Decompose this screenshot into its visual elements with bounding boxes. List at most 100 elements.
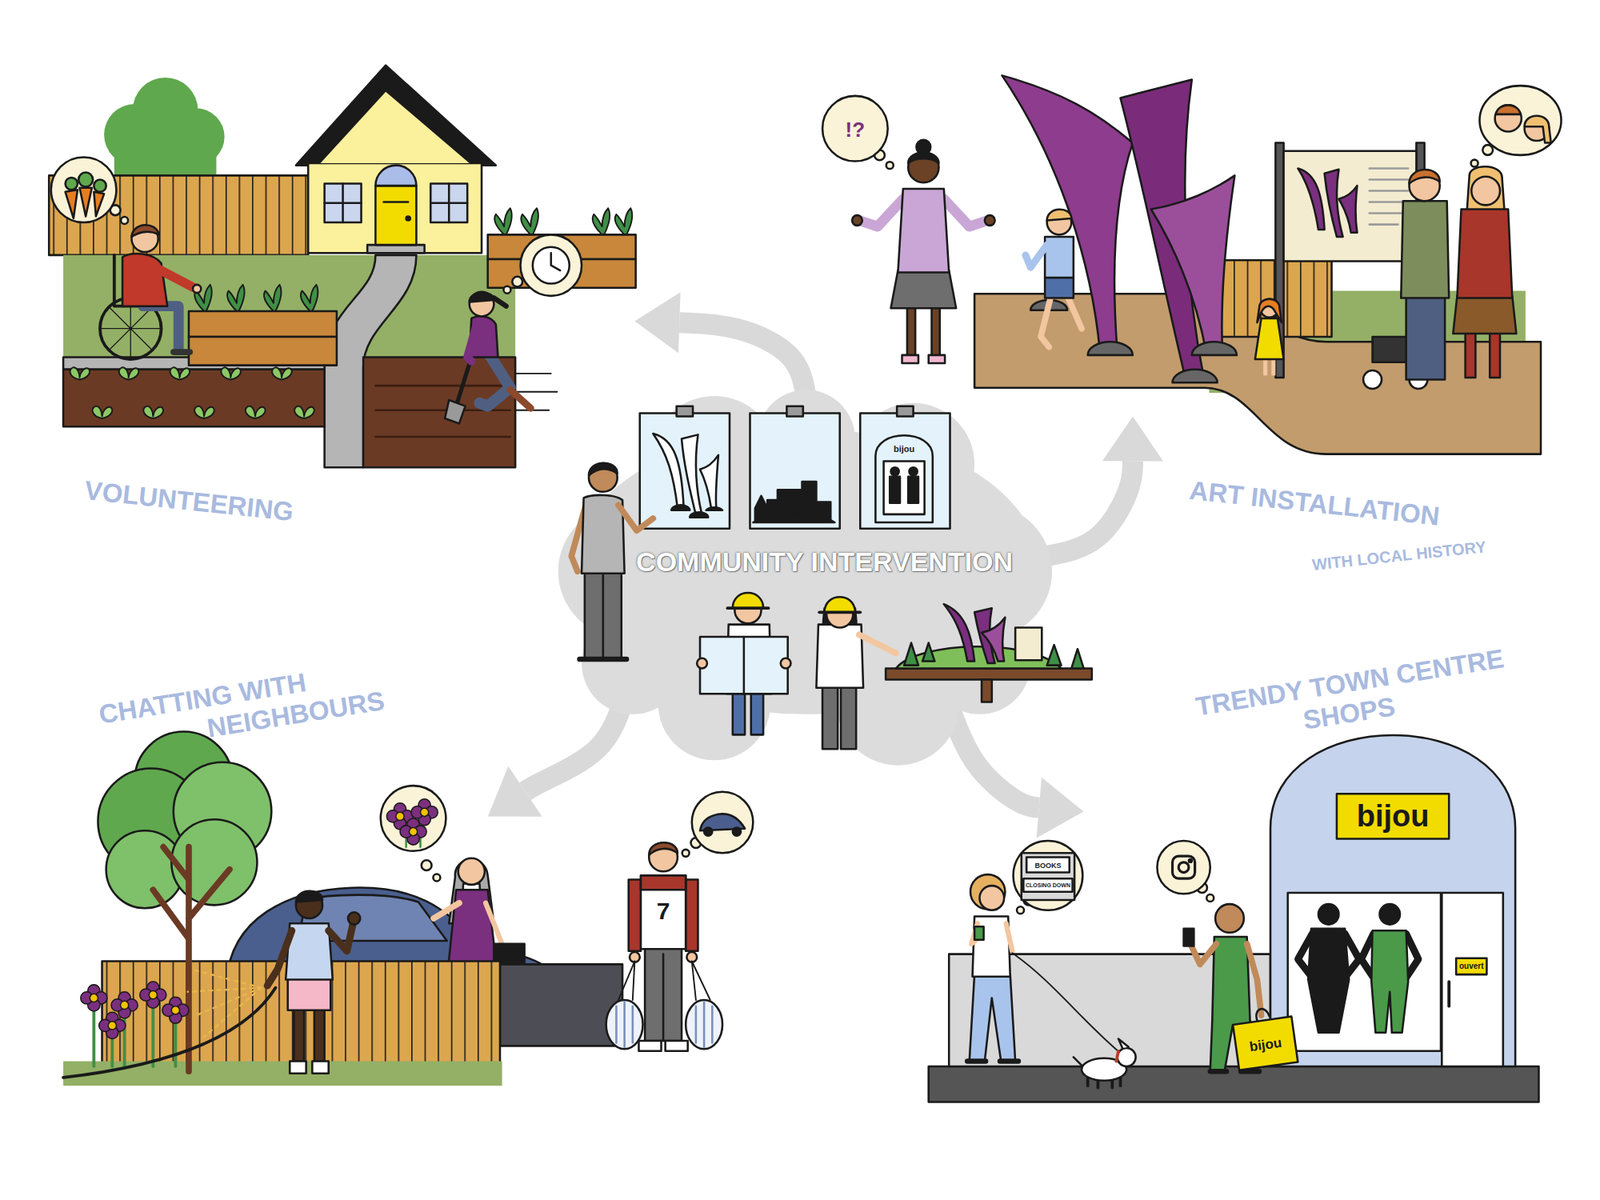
flowers xyxy=(80,984,108,1012)
poster-clip xyxy=(786,406,803,417)
scene-subheading: WITH LOCAL HISTORY xyxy=(1311,537,1488,575)
intervention-illustration xyxy=(671,504,723,517)
thought-bubble xyxy=(551,252,560,271)
door-fanlight xyxy=(375,165,416,187)
thought-bubble xyxy=(1471,85,1562,167)
shrugging-woman xyxy=(907,306,916,358)
shrugging-woman xyxy=(916,140,931,155)
poster xyxy=(750,413,840,529)
arrowhead xyxy=(634,292,680,353)
art-illustration xyxy=(1338,185,1357,233)
thought-bubble xyxy=(1524,116,1552,144)
shopper-with-bags xyxy=(628,879,641,951)
volunteering-illustration xyxy=(384,200,409,204)
waving-man xyxy=(289,1061,306,1074)
running-child xyxy=(1047,210,1072,236)
thought-bubble xyxy=(65,189,78,219)
poster xyxy=(860,413,950,529)
waving-man xyxy=(328,923,354,951)
poster xyxy=(640,413,730,529)
waving-man xyxy=(267,891,360,1074)
couple xyxy=(1408,170,1440,201)
arrowhead xyxy=(1036,777,1084,839)
path-ground xyxy=(974,293,1541,454)
thought-bubble xyxy=(1013,840,1084,911)
site-model xyxy=(981,679,992,702)
man-in-overalls xyxy=(1184,904,1299,1072)
worker-pointing xyxy=(840,685,856,749)
volunteering-illustration xyxy=(494,208,512,235)
intervention-illustration xyxy=(908,476,919,504)
door-sign-text: ouvert xyxy=(1459,962,1484,971)
raised-bed xyxy=(188,336,337,366)
little-girl xyxy=(1255,318,1284,360)
thought-bubble xyxy=(512,276,523,288)
shrugging-woman xyxy=(902,355,919,364)
little-girl xyxy=(1256,299,1282,323)
couple xyxy=(1456,208,1512,298)
site-model xyxy=(944,604,975,661)
shopper-with-bags xyxy=(685,879,698,951)
thought-bubble xyxy=(503,234,582,296)
worker-with-plan xyxy=(743,636,746,694)
thought-bubble xyxy=(432,873,440,881)
mannequin xyxy=(1297,904,1360,1033)
door-sign xyxy=(1456,958,1487,975)
presenter xyxy=(588,463,618,476)
scene-heading: TRENDY TOWN CENTRE SHOPS xyxy=(1193,641,1521,752)
sculpture-blade xyxy=(1151,175,1236,352)
thought-bubble xyxy=(682,792,754,857)
shop-window xyxy=(1288,892,1441,1052)
woman-with-dog xyxy=(969,974,1016,1061)
running-child xyxy=(1025,209,1082,348)
waving-man xyxy=(296,891,323,903)
hose xyxy=(63,988,276,1078)
door xyxy=(375,185,416,245)
shrugging-woman xyxy=(928,355,945,364)
shrugging-woman xyxy=(944,199,988,227)
thought-bubble xyxy=(503,286,511,294)
shirt-number: 7 xyxy=(656,899,671,924)
shopper-with-bags xyxy=(640,875,686,949)
little-girl xyxy=(1255,299,1284,376)
thought-bubble xyxy=(1156,840,1214,902)
woman-with-dog xyxy=(1116,1051,1119,1062)
shops-illustration xyxy=(928,735,1540,1103)
woman-with-dog xyxy=(1118,1038,1129,1048)
wheelchair-gardener xyxy=(122,253,168,307)
man-in-overalls xyxy=(1256,1008,1269,1020)
flow-arrow xyxy=(488,704,623,817)
shop-door xyxy=(1441,892,1504,1067)
shopper-with-bags xyxy=(644,947,682,1041)
volunteering-illustration xyxy=(70,367,91,380)
site-model xyxy=(1015,627,1042,660)
shrugging-woman xyxy=(859,199,904,227)
man-in-overalls xyxy=(1247,944,1262,1016)
thought-bubble xyxy=(822,96,888,162)
presenter xyxy=(618,504,653,531)
running-child xyxy=(1044,277,1074,299)
mannequin xyxy=(1379,904,1400,925)
thought-bubble xyxy=(93,179,106,192)
intervention-illustration xyxy=(908,467,917,476)
flow-arrow xyxy=(948,704,1084,838)
window xyxy=(430,184,468,223)
thought-bubble xyxy=(1188,859,1192,863)
bag-logo: bijou xyxy=(1248,1036,1283,1054)
worker-with-plan xyxy=(696,658,708,669)
thought-bubble xyxy=(682,849,690,857)
shopper-with-bags xyxy=(640,875,686,890)
worker-with-plan xyxy=(732,692,745,736)
volunteering-illustration xyxy=(406,216,411,220)
man-in-overalls xyxy=(1184,928,1195,947)
thought-bubble xyxy=(1178,862,1189,873)
couple xyxy=(1406,296,1445,380)
scene-heading: CHATTING WITH NEIGHBOURS xyxy=(96,653,400,760)
man-in-overalls xyxy=(1192,944,1217,965)
thought-bubble xyxy=(1016,906,1024,914)
bush xyxy=(104,77,225,176)
man-in-overalls xyxy=(1232,1016,1298,1071)
cloud-title: COMMUNITY INTERVENTION xyxy=(636,546,1013,578)
worker-pointing xyxy=(816,596,896,749)
thought-bubble xyxy=(421,860,432,871)
